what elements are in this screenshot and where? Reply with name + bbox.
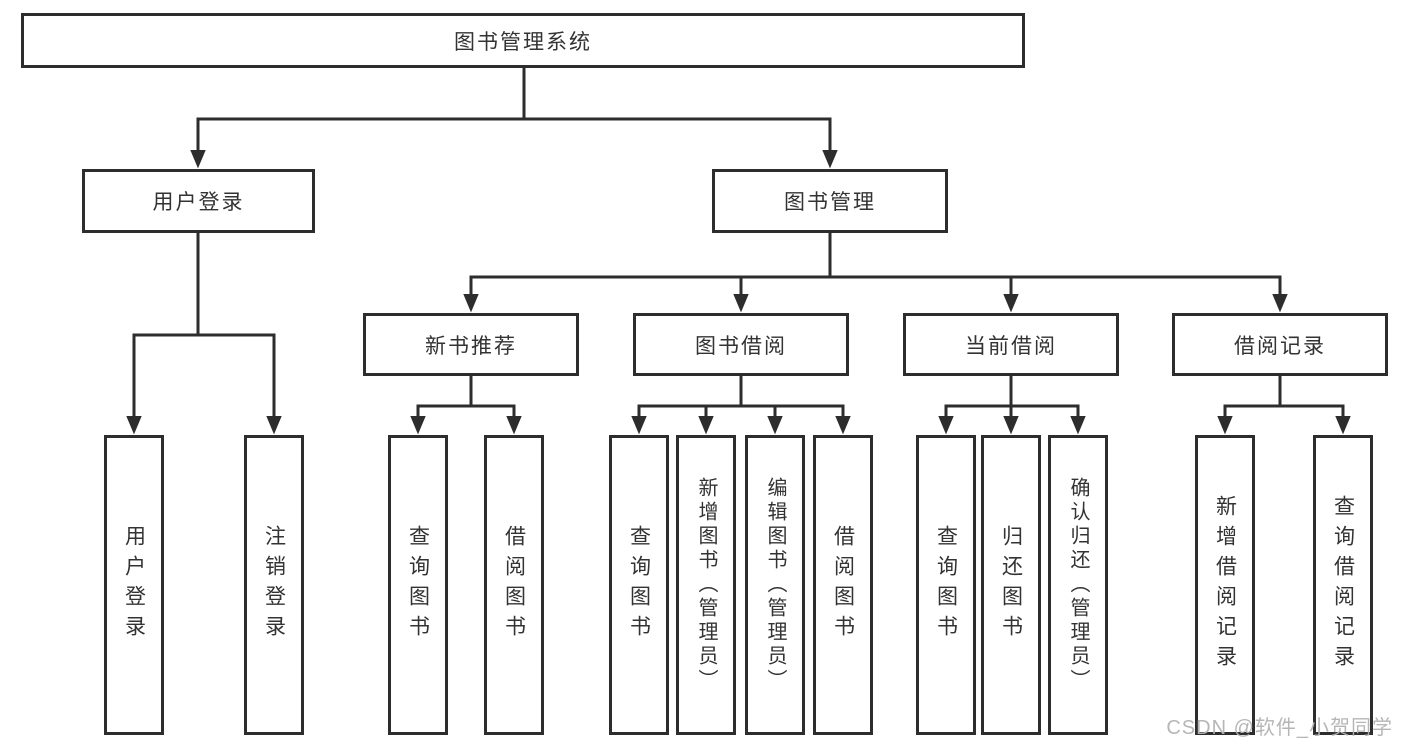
node-leaf-return-book: 归还图书: [981, 435, 1041, 735]
node-label: 当前借阅: [965, 334, 1057, 358]
node-label: 借阅图书: [502, 525, 526, 645]
node-leaf-query-book-borrow: 查询图书: [609, 435, 669, 735]
node-leaf-borrow-book: 借阅图书: [813, 435, 873, 735]
node-label: 归还图书: [999, 525, 1023, 645]
node-label: 用户登录: [122, 525, 146, 645]
node-leaf-borrow-book-recommend: 借阅图书: [484, 435, 544, 735]
node-label: 编辑图书（管理员）: [764, 477, 786, 693]
node-leaf-add-book-admin: 新增图书（管理员）: [676, 435, 736, 735]
node-label: 查询借阅记录: [1331, 495, 1355, 675]
node-book-borrow: 图书借阅: [633, 313, 849, 376]
node-label: 借阅记录: [1234, 334, 1326, 358]
node-label: 新书推荐: [425, 334, 517, 358]
node-label: 新增图书（管理员）: [695, 477, 717, 693]
node-label: 图书借阅: [695, 334, 787, 358]
node-label: 图书管理: [784, 191, 876, 214]
node-leaf-add-borrow-record: 新增借阅记录: [1195, 435, 1255, 735]
node-user-login: 用户登录: [82, 169, 315, 233]
csdn-watermark: CSDN @软件_小贺同学: [1166, 717, 1393, 739]
node-leaf-confirm-return-admin: 确认归还（管理员）: [1048, 435, 1108, 735]
node-leaf-user-login: 用户登录: [104, 435, 164, 735]
node-borrow-record: 借阅记录: [1172, 313, 1388, 376]
node-label: 注销登录: [262, 525, 286, 645]
node-label: 图书管理系统: [454, 30, 592, 54]
node-label: 确认归还（管理员）: [1067, 477, 1089, 693]
node-leaf-edit-book-admin: 编辑图书（管理员）: [745, 435, 805, 735]
node-label: 查询图书: [934, 525, 958, 645]
node-book-management: 图书管理: [712, 169, 948, 233]
node-root-library-system: 图书管理系统: [21, 13, 1025, 68]
node-label: 借阅图书: [831, 525, 855, 645]
node-new-book-recommend: 新书推荐: [363, 313, 579, 376]
node-label: 新增借阅记录: [1213, 495, 1237, 675]
node-label: 用户登录: [152, 191, 245, 214]
node-leaf-query-borrow-record: 查询借阅记录: [1313, 435, 1373, 735]
node-leaf-query-book-current: 查询图书: [916, 435, 976, 735]
node-label: 查询图书: [406, 525, 430, 645]
node-leaf-logout: 注销登录: [244, 435, 304, 735]
node-label: 查询图书: [627, 525, 651, 645]
node-leaf-query-book-recommend: 查询图书: [388, 435, 448, 735]
node-current-borrow: 当前借阅: [903, 313, 1119, 376]
